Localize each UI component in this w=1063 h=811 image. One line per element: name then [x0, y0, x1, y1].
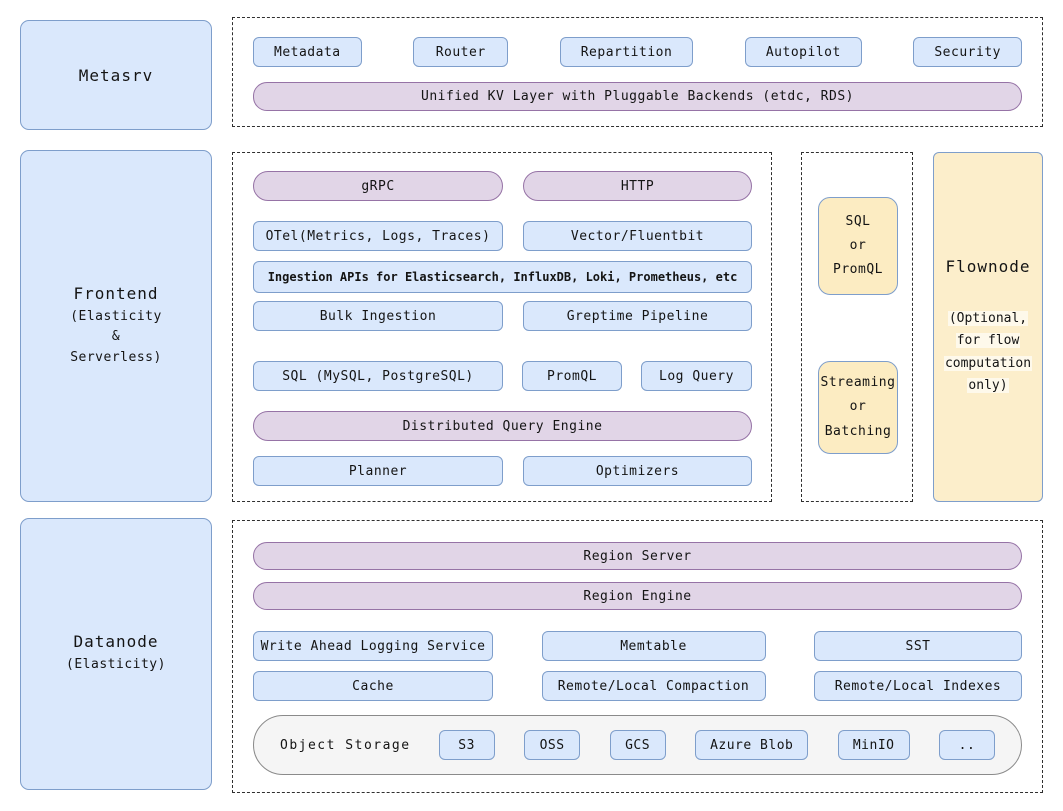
chip-oss: OSS [524, 730, 581, 760]
region-server-pill: Region Server [253, 542, 1022, 570]
flownode-sublabel: (Optional, for flow computation only) [943, 311, 1033, 393]
log-query-box: Log Query [641, 361, 752, 391]
promql-box: PromQL [522, 361, 622, 391]
engine-row: Planner Optimizers [253, 456, 752, 486]
datanode-node: Datanode (Elasticity) [20, 518, 212, 790]
chip-minio: MinIO [837, 730, 910, 760]
protocol-pill-row: gRPC HTTP [253, 171, 752, 201]
datanode-row-1: Write Ahead Logging Service Memtable SST [253, 631, 1022, 661]
chip-router: Router [413, 37, 509, 67]
remote-local-compaction-box: Remote/Local Compaction [541, 671, 766, 701]
frontend-sublabel: (Elasticity & Serverless) [70, 309, 162, 365]
metasrv-label: Metasrv [78, 65, 154, 85]
datanode-panel: Region Server Region Engine Write Ahead … [232, 520, 1043, 793]
streaming-or-batching-box: Streaming or Batching [818, 361, 898, 454]
object-storage-container: Object Storage S3 OSS GCS Azure Blob Min… [253, 715, 1022, 775]
unified-kv-layer-pill: Unified KV Layer with Pluggable Backends… [253, 82, 1022, 111]
http-pill: HTTP [523, 171, 752, 201]
remote-local-indexes-box: Remote/Local Indexes [814, 671, 1022, 701]
optimizers-box: Optimizers [523, 456, 752, 486]
chip-ellipsis: .. [939, 730, 995, 760]
wal-service-box: Write Ahead Logging Service [253, 631, 493, 661]
vector-fluentbit-box: Vector/Fluentbit [523, 221, 752, 251]
frontend-node: Frontend (Elasticity & Serverless) [20, 150, 212, 502]
chip-security: Security [913, 37, 1022, 67]
otel-box: OTel(Metrics, Logs, Traces) [253, 221, 503, 251]
flownode-label: Flownode [945, 257, 1031, 277]
memtable-box: Memtable [541, 631, 766, 661]
metasrv-node: Metasrv [20, 20, 212, 130]
query-language-row: SQL (MySQL, PostgreSQL) PromQL Log Query [253, 361, 752, 391]
greptime-pipeline-box: Greptime Pipeline [523, 301, 752, 331]
metasrv-panel: Metadata Router Repartition Autopilot Se… [232, 17, 1043, 127]
sql-box: SQL (MySQL, PostgreSQL) [253, 361, 503, 391]
chip-autopilot: Autopilot [744, 37, 862, 67]
datanode-sublabel: (Elasticity) [66, 657, 166, 673]
metasrv-chip-row: Metadata Router Repartition Autopilot Se… [253, 37, 1022, 67]
ingestion-row: Bulk Ingestion Greptime Pipeline [253, 301, 752, 331]
object-storage-chips: S3 OSS GCS Azure Blob MinIO .. [438, 730, 995, 760]
flownode-node: Flownode (Optional, for flow computation… [933, 152, 1043, 502]
chip-repartition: Repartition [559, 37, 694, 67]
chip-gcs: GCS [609, 730, 666, 760]
datanode-row-2: Cache Remote/Local Compaction Remote/Loc… [253, 671, 1022, 701]
chip-s3: S3 [438, 730, 495, 760]
frontend-label: Frontend [73, 284, 159, 304]
bulk-ingestion-box: Bulk Ingestion [253, 301, 503, 331]
object-storage-label: Object Storage [280, 737, 411, 753]
planner-box: Planner [253, 456, 503, 486]
ingestion-apis-box: Ingestion APIs for Elasticsearch, Influx… [253, 261, 752, 293]
sst-box: SST [814, 631, 1022, 661]
frontend-panel: gRPC HTTP OTel(Metrics, Logs, Traces) Ve… [232, 152, 772, 502]
collector-row: OTel(Metrics, Logs, Traces) Vector/Fluen… [253, 221, 752, 251]
datanode-label: Datanode [73, 632, 159, 652]
grpc-pill: gRPC [253, 171, 503, 201]
cache-box: Cache [253, 671, 493, 701]
distributed-query-engine-pill: Distributed Query Engine [253, 411, 752, 441]
chip-metadata: Metadata [253, 37, 362, 67]
flow-bridge-panel: SQL or PromQL Streaming or Batching [801, 152, 913, 502]
sql-or-promql-box: SQL or PromQL [818, 197, 898, 295]
chip-azure-blob: Azure Blob [695, 730, 809, 760]
region-engine-pill: Region Engine [253, 582, 1022, 610]
